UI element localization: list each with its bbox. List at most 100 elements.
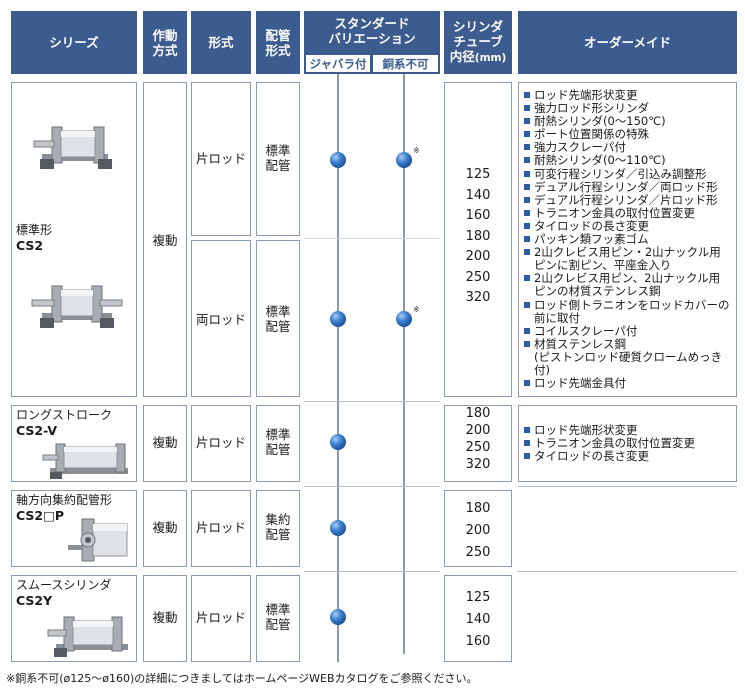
list-item: 強力スクレーパ付	[523, 141, 736, 154]
row4-bellows-dot	[330, 609, 346, 625]
list-item: ロッド先端金具付	[523, 376, 736, 390]
list-item: ロッド側トラニオンをロッドカバーの	[523, 298, 736, 312]
footnote: ※銅系不可(ø125〜ø160)の詳細につきましてはホームページWEBカタログを…	[6, 672, 478, 685]
row1-mid-separator	[304, 238, 440, 239]
row1a-type: 片ロッド	[195, 151, 246, 166]
row1a-note-mark: ※	[413, 146, 420, 155]
row1b-type: 両ロッド	[195, 312, 246, 327]
list-item: コイルスクレーパ付	[523, 324, 736, 338]
list-item: トラニオン金具の取付位置変更	[523, 436, 695, 450]
cylinder-double-rod-image	[31, 285, 123, 328]
header-series: シリーズ	[11, 11, 137, 74]
row3-piping: 集約 配管	[265, 512, 291, 542]
row4-type-cell: 片ロッド	[191, 575, 251, 662]
row2-action-cell: 複動	[143, 405, 187, 482]
row2-type: 片ロッド	[195, 435, 246, 450]
list-item: ピンの材質ステンレス鋼	[534, 284, 661, 299]
copper-free-column-line	[403, 74, 405, 654]
row4-action-cell: 複動	[143, 575, 187, 662]
list-item: デュアル行程シリンダ／両ロッド形	[523, 180, 736, 194]
header-copper-free: 銅系不可	[373, 55, 438, 72]
list-item: トラニオン金具の取付位置変更	[523, 206, 736, 220]
list-item: 前に取付	[534, 310, 580, 325]
row2-made-to-order-list: ロッド先端形状変更 トラニオン金具の取付位置変更 タイロッドの長さ変更	[523, 423, 695, 463]
row1-action-cell: 複動	[143, 82, 187, 397]
list-item: デュアル行程シリンダ／片ロッド形	[523, 193, 736, 207]
row3-type-cell: 片ロッド	[191, 490, 251, 567]
row4-piping-cell: 標準 配管	[256, 575, 300, 662]
list-item: 耐熱シリンダ(0〜150℃)	[523, 115, 736, 128]
row3-piping-cell: 集約 配管	[256, 490, 300, 567]
list-item: 可変行程シリンダ／引込み調整形	[523, 167, 736, 181]
row1-bore-cell: 125 140 160 180 200 250 320	[444, 82, 512, 397]
list-item: タイロッドの長さ変更	[523, 219, 736, 233]
row1a-piping: 標準 配管	[265, 143, 291, 173]
header-tube-bore: シリンダ チューブ 内径(mm)	[444, 11, 512, 74]
row2-action: 複動	[152, 435, 178, 450]
row-separator-1	[304, 401, 440, 402]
row1-action: 複動	[152, 233, 178, 248]
row1b-piping-cell: 標準 配管	[256, 240, 300, 397]
cylinder-long-stroke-image	[42, 443, 128, 479]
bellows-column-line	[337, 74, 339, 662]
list-item: パッキン類フッ素ゴム	[523, 232, 736, 246]
row1a-copper-free-dot	[396, 152, 412, 168]
row4-series-cell: スムースシリンダ CS2Y	[11, 575, 137, 662]
row1b-type-cell: 両ロッド	[191, 240, 251, 397]
row3-bore-cell: 180 200 250	[444, 490, 512, 567]
row2-piping-cell: 標準 配管	[256, 405, 300, 482]
list-item: ロッド先端形状変更	[523, 423, 695, 437]
row4-bore-cell: 125 140 160	[444, 575, 512, 662]
row2-series-label: ロングストローク CS2-V	[16, 408, 113, 438]
row2-bore-cell: 180 200 250 320	[444, 405, 512, 482]
row1a-piping-cell: 標準 配管	[256, 82, 300, 236]
list-item: 材質ステンレス鋼	[523, 337, 736, 351]
row3-series-cell: 軸方向集約配管形 CS2□P	[11, 490, 137, 567]
cylinder-smooth-image	[47, 616, 128, 657]
row-separator-3	[304, 571, 440, 572]
list-item: 耐熱シリンダ(0〜110℃)	[523, 154, 736, 167]
row2-bellows-dot	[330, 434, 346, 450]
row1-series-cell: 標準形 CS2	[11, 82, 137, 397]
row2-bore-list: 180 200 250 320	[465, 406, 491, 472]
list-item: (ピストンロッド硬質クロームめっき付)	[534, 349, 723, 377]
row1-series-label: 標準形 CS2	[16, 223, 53, 253]
cylinder-axial-piping-image	[68, 518, 128, 562]
header-type: 形式	[191, 11, 251, 74]
row1a-bellows-dot	[330, 152, 346, 168]
row1b-bellows-dot	[330, 311, 346, 327]
list-item: ロッド先端形状変更	[523, 88, 736, 102]
row-separator-5	[518, 571, 737, 572]
row3-series-label: 軸方向集約配管形 CS2□P	[16, 493, 113, 523]
header-action: 作動 方式	[143, 11, 187, 74]
row1-made-to-order-cell: ロッド先端形状変更 強力ロッド形シリンダ 耐熱シリンダ(0〜150℃) ポート位…	[518, 82, 737, 397]
row3-action-cell: 複動	[143, 490, 187, 567]
row3-action: 複動	[152, 520, 178, 535]
row2-type-cell: 片ロッド	[191, 405, 251, 482]
row1b-piping: 標準 配管	[265, 304, 291, 334]
row4-series-label: スムースシリンダ CS2Y	[16, 578, 112, 608]
row1b-note-mark: ※	[413, 305, 420, 314]
row-separator-4	[518, 486, 737, 487]
row1-bore-list: 125 140 160 180 200 250 320	[465, 167, 491, 305]
row2-piping: 標準 配管	[265, 427, 291, 457]
header-piping: 配管 形式	[256, 11, 300, 74]
list-item: ポート位置関係の特殊	[523, 128, 736, 141]
list-item: ピンに割ピン、平座金入り	[534, 258, 672, 273]
row4-type: 片ロッド	[195, 610, 246, 625]
cylinder-single-rod-image	[33, 126, 112, 169]
row1-made-to-order-list: ロッド先端形状変更 強力ロッド形シリンダ 耐熱シリンダ(0〜150℃) ポート位…	[523, 88, 736, 390]
list-item: タイロッドの長さ変更	[523, 450, 695, 463]
list-item: 2山クレビス用ピン、2山ナックル用	[523, 272, 736, 285]
row2-made-to-order-cell: ロッド先端形状変更 トラニオン金具の取付位置変更 タイロッドの長さ変更	[518, 405, 737, 482]
list-item: 強力ロッド形シリンダ	[523, 101, 736, 115]
row1a-type-cell: 片ロッド	[191, 82, 251, 236]
row1b-copper-free-dot	[396, 311, 412, 327]
header-made-to-order: オーダーメイド	[518, 11, 737, 74]
row4-action: 複動	[152, 610, 178, 625]
row3-type: 片ロッド	[195, 520, 246, 535]
row2-series-cell: ロングストローク CS2-V	[11, 405, 137, 482]
row3-bore-list: 180 200 250	[465, 501, 491, 560]
row4-bore-list: 125 140 160	[465, 590, 491, 649]
row-separator-2	[304, 486, 440, 487]
